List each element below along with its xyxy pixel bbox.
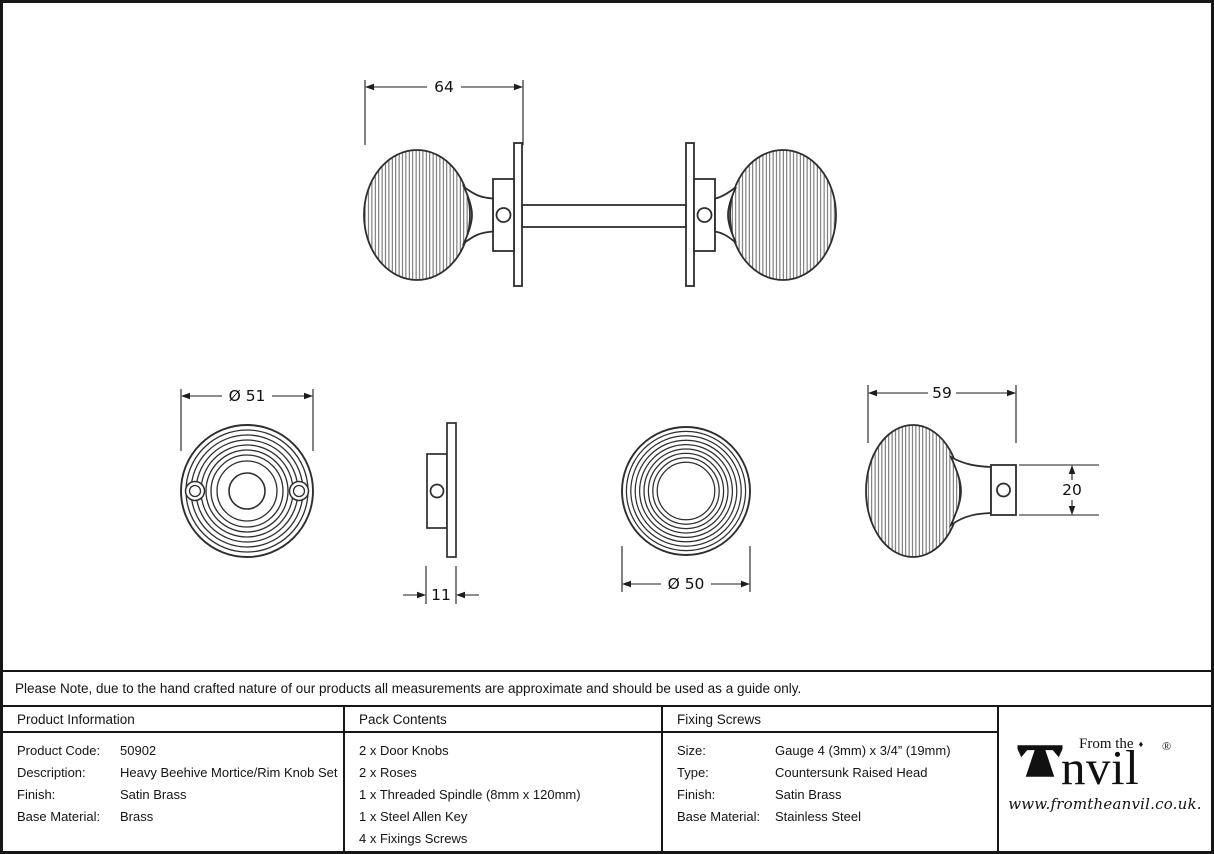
- rose-screw-hole-left: [184, 480, 206, 502]
- note-bar: Please Note, due to the hand crafted nat…: [3, 672, 1211, 707]
- knob-side-grub-screw: [996, 482, 1011, 498]
- knob-front-view: [621, 426, 751, 556]
- spindle: [521, 204, 687, 228]
- drawing-area: 64: [3, 3, 1211, 672]
- knob-side-view: [865, 424, 1017, 558]
- knob-side-neck: [948, 454, 992, 528]
- row-value: Heavy Beehive Mortice/Rim Knob Set: [120, 765, 338, 780]
- pack-contents-header: Pack Contents: [345, 707, 661, 733]
- product-information-column: Product Information Product Code: 50902 …: [3, 707, 345, 851]
- rose-diameter-label: Ø 51: [229, 387, 266, 405]
- technical-drawing: 64: [180, 78, 1099, 604]
- rose-side-screw-hole: [429, 483, 445, 499]
- left-knob-bulb: [363, 149, 471, 281]
- row-value: 50902: [120, 743, 157, 758]
- row-label: Product Code:: [17, 743, 101, 758]
- table-row: Base Material: Stainless Steel: [677, 806, 993, 828]
- row-label: Finish:: [677, 787, 716, 802]
- knob-side-dimension-collar: 20: [1019, 464, 1099, 516]
- anvil-icon: [1017, 745, 1063, 777]
- anvil-logo: From the♦ nvil ® www.fromtheanvil.co.uk.: [1008, 735, 1201, 823]
- left-knob-neck: [461, 184, 494, 246]
- row-label: Description:: [17, 765, 86, 780]
- fixing-screws-header: Fixing Screws: [663, 707, 997, 733]
- row-value: Gauge 4 (3mm) x 3/4” (19mm): [775, 743, 951, 758]
- row-value: Satin Brass: [120, 787, 187, 802]
- knob-side-dimension-length: 59: [867, 384, 1017, 443]
- table-row: Size: Gauge 4 (3mm) x 3/4” (19mm): [677, 740, 993, 762]
- product-information-header: Product Information: [3, 707, 343, 733]
- logo-prefix: From the♦: [1079, 736, 1144, 752]
- logo-brand-text: nvil: [1061, 740, 1140, 795]
- fixing-screws-body: Size: Gauge 4 (3mm) x 3/4” (19mm) Type: …: [663, 733, 997, 851]
- list-item: 1 x Steel Allen Key: [359, 809, 468, 824]
- pack-contents-column: Pack Contents 2 x Door Knobs 2 x Roses 1…: [345, 707, 663, 851]
- knob-diameter-label: Ø 50: [668, 575, 705, 593]
- assembly-dimension: 64: [364, 78, 524, 145]
- table-row: Product Code: 50902: [17, 740, 339, 762]
- registered-mark: ®: [1162, 739, 1172, 753]
- note-text: Please Note, due to the hand crafted nat…: [15, 681, 802, 696]
- left-grub-screw-hole: [495, 207, 512, 223]
- diamond-icon: ♦: [1138, 739, 1144, 749]
- assembly-view: [363, 142, 837, 287]
- pack-contents-body: 2 x Door Knobs 2 x Roses 1 x Threaded Sp…: [345, 733, 661, 851]
- table-row: Finish: Satin Brass: [17, 784, 339, 806]
- row-label: Base Material:: [677, 809, 761, 824]
- row-value: Stainless Steel: [775, 809, 861, 824]
- right-grub-screw-hole: [696, 207, 713, 223]
- right-knob-bulb: [729, 149, 837, 281]
- rose-screw-hole-right: [288, 480, 310, 502]
- logo-website: www.fromtheanvil.co.uk.: [1008, 795, 1202, 813]
- right-knob-neck: [714, 186, 737, 244]
- knob-length-label: 59: [932, 384, 952, 402]
- row-value: Countersunk Raised Head: [775, 765, 928, 780]
- rose-side-view: [426, 422, 457, 558]
- table-row: Base Material: Brass: [17, 806, 339, 828]
- rose-thickness-label: 11: [431, 586, 451, 604]
- list-item: 4 x Fixings Screws: [359, 831, 468, 846]
- knob-front-dimension: Ø 50: [621, 546, 751, 593]
- row-label: Type:: [677, 765, 709, 780]
- list-item: 1 x Threaded Spindle (8mm x 120mm): [359, 787, 581, 802]
- list-item: 2 x Roses: [359, 765, 417, 780]
- rose-side-dimension: 11: [403, 566, 479, 604]
- row-value: Brass: [120, 809, 154, 824]
- info-table: Product Information Product Code: 50902 …: [3, 707, 1211, 851]
- rose-spindle-hole: [228, 472, 266, 510]
- rose-side-plate: [446, 422, 457, 558]
- list-item: 2 x Door Knobs: [359, 743, 449, 758]
- row-label: Base Material:: [17, 809, 101, 824]
- table-row: Type: Countersunk Raised Head: [677, 762, 993, 784]
- product-information-body: Product Code: 50902 Description: Heavy B…: [3, 733, 343, 851]
- rose-front-view: [180, 424, 314, 558]
- brand-cell: From the♦ nvil ® www.fromtheanvil.co.uk.: [999, 707, 1211, 851]
- left-rose-plate: [513, 142, 523, 287]
- knob-collar-height-label: 20: [1062, 481, 1082, 499]
- row-label: Finish:: [17, 787, 56, 802]
- right-rose-plate: [685, 142, 695, 287]
- fixing-screws-column: Fixing Screws Size: Gauge 4 (3mm) x 3/4”…: [663, 707, 999, 851]
- knob-side-bulb: [865, 424, 961, 558]
- table-row: Finish: Satin Brass: [677, 784, 993, 806]
- row-label: Size:: [677, 743, 706, 758]
- rose-front-dimension: Ø 51: [180, 387, 314, 451]
- row-value: Satin Brass: [775, 787, 842, 802]
- assembly-width-label: 64: [434, 78, 454, 96]
- table-row: Description: Heavy Beehive Mortice/Rim K…: [17, 762, 339, 784]
